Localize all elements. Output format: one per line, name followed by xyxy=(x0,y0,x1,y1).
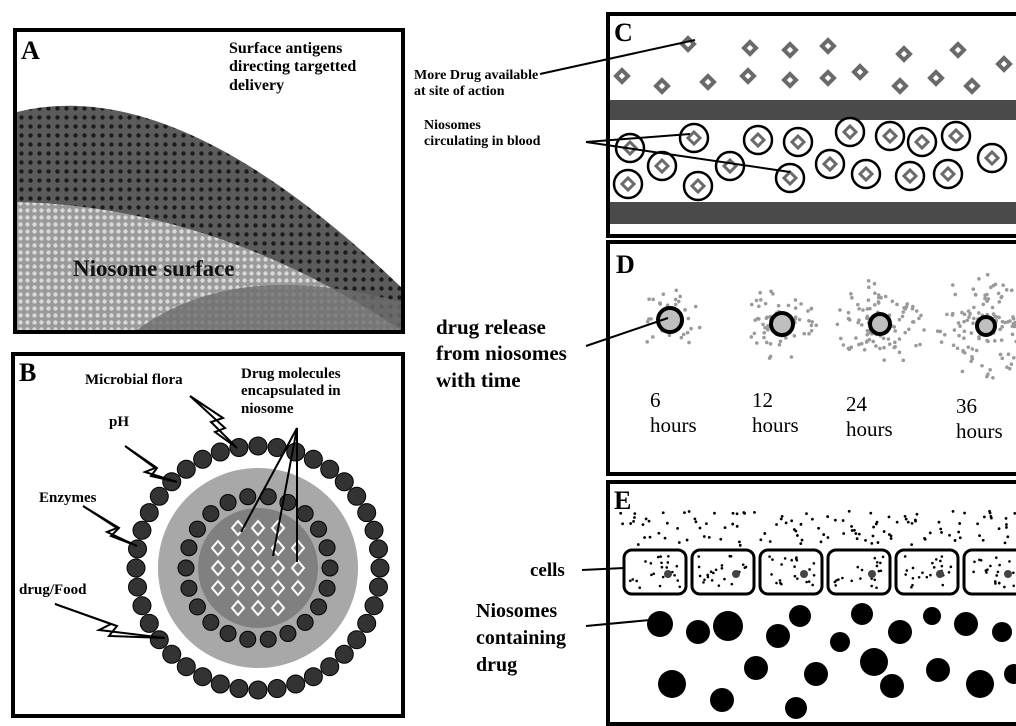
cell-uptake-illustration xyxy=(610,484,1016,722)
panel-e: E xyxy=(606,480,1016,726)
niosome-cross-section xyxy=(15,356,401,714)
drug-food-label: drug/Food xyxy=(19,582,87,599)
panel-b: B Microbial flora pH Enzymes drug/Food D… xyxy=(11,352,405,718)
enzymes-label: Enzymes xyxy=(39,490,97,507)
microbial-flora-label: Microbial flora xyxy=(85,372,183,389)
panel-letter: C xyxy=(614,20,633,46)
panel-letter: E xyxy=(614,488,631,514)
niosome-surface-label: Niosome surface xyxy=(73,256,235,282)
panel-letter: D xyxy=(616,252,635,278)
drug-molecules-label: Drug molecules encapsulated in niosome xyxy=(241,366,341,418)
panel-letter: B xyxy=(19,360,36,386)
time-label-24: 24 hours xyxy=(846,392,893,442)
circulating-label: Niosomes circulating in blood xyxy=(424,118,540,150)
time-label-6: 6 hours xyxy=(650,388,697,438)
more-drug-label: More Drug available at site of action xyxy=(414,68,538,100)
panel-c: C xyxy=(606,12,1016,238)
cells-label: cells xyxy=(530,560,565,582)
panel-letter: A xyxy=(21,38,40,64)
blood-vessel-illustration xyxy=(610,16,1016,234)
panel-a: A Surface antigens directing targetted d… xyxy=(13,28,405,334)
time-label-36: 36 hours xyxy=(956,394,1003,444)
niosomes-containing-label: Niosomes containing drug xyxy=(476,598,566,679)
ph-label: pH xyxy=(109,414,129,431)
time-label-12: 12 hours xyxy=(752,388,799,438)
panel-d: D 6 hours 12 hours 24 hours 36 hours xyxy=(606,240,1016,476)
drug-release-label: drug release from niosomes with time xyxy=(436,314,567,393)
surface-antigens-label: Surface antigens directing targetted del… xyxy=(229,40,356,95)
